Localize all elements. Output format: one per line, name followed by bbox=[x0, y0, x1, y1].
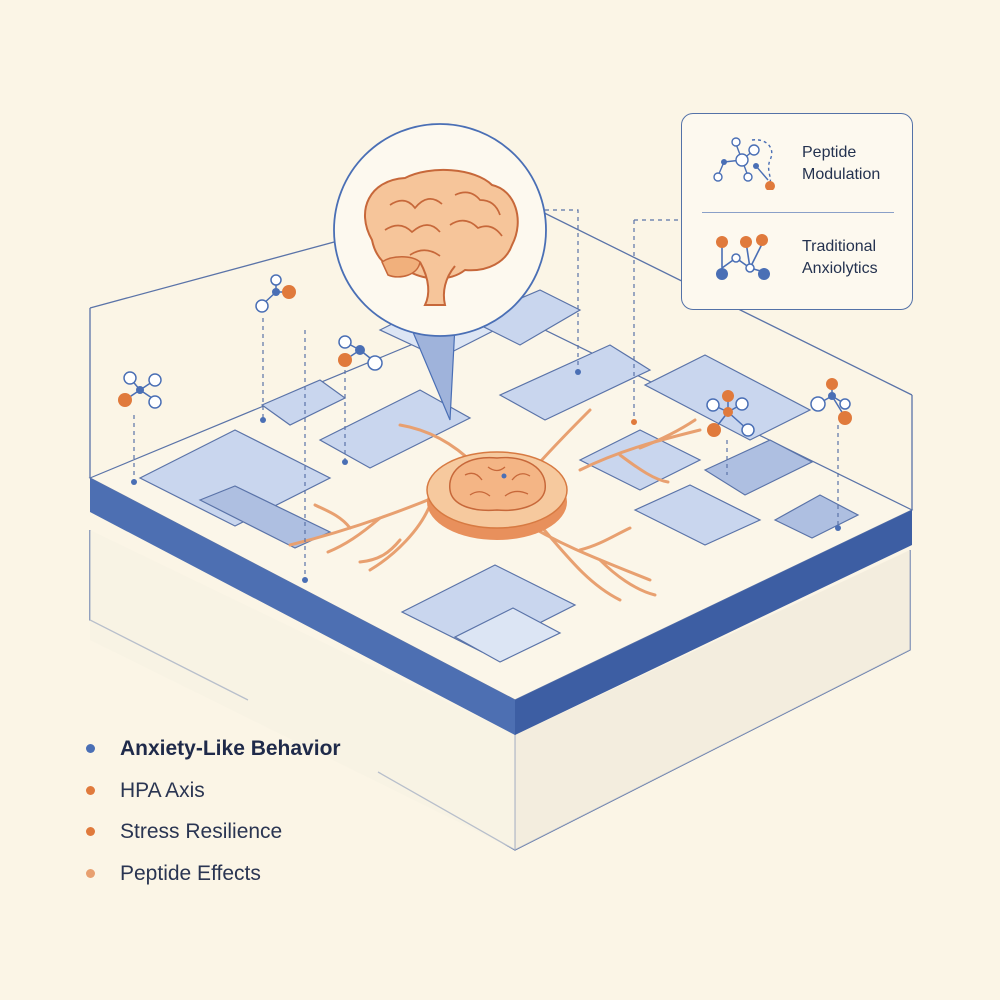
legend-label-line1: Traditional bbox=[802, 238, 877, 255]
label-text: Anxiety-Like Behavior bbox=[120, 737, 341, 760]
label-text: Peptide Effects bbox=[120, 861, 261, 885]
box-right-wall bbox=[515, 550, 910, 850]
maze-edge-right bbox=[515, 510, 912, 735]
legend-divider bbox=[702, 212, 894, 213]
maze-edge-left bbox=[90, 478, 515, 735]
legend-label-line1: Peptide bbox=[802, 144, 857, 161]
label-text: HPA Axis bbox=[120, 778, 205, 802]
dashed-connectors bbox=[133, 209, 839, 578]
molecule-icon bbox=[706, 390, 755, 437]
anchor-dots bbox=[131, 369, 841, 583]
box-left-wall bbox=[90, 530, 515, 850]
legend-item-traditional-anxiolytics: Traditional Anxiolytics bbox=[802, 236, 878, 280]
label-text: Stress Resilience bbox=[120, 820, 283, 843]
center-brain bbox=[426, 451, 568, 540]
molecule-icon bbox=[118, 371, 162, 409]
anxiolytic-molecule-icon bbox=[716, 234, 770, 280]
molecule-icon bbox=[255, 274, 296, 313]
legend-item-peptide-modulation: Peptide Modulation bbox=[802, 142, 880, 186]
bullet-dot bbox=[86, 827, 95, 836]
label-hpa-axis: HPA Axis bbox=[84, 776, 341, 818]
label-stress-resilience: Stress Resilience bbox=[84, 817, 341, 859]
bullet-dot bbox=[86, 868, 95, 878]
bullet-dot bbox=[86, 744, 95, 753]
bullet-dot bbox=[86, 785, 95, 795]
brain-bubble bbox=[333, 123, 547, 337]
peptide-molecule-icon bbox=[713, 137, 775, 190]
legend-label-line2: Modulation bbox=[802, 166, 881, 183]
molecule-icon bbox=[338, 335, 383, 371]
label-peptide-effects: Peptide Effects bbox=[84, 859, 341, 901]
label-anxiety-like-behavior: Anxiety-Like Behavior bbox=[84, 734, 341, 776]
legend-label-line2: Anxiolytics bbox=[802, 260, 878, 277]
molecule-icon bbox=[810, 378, 852, 425]
legend-box: Peptide Modulation Traditional Anxiolyti… bbox=[681, 113, 913, 310]
label-list: Anxiety-Like Behavior HPA Axis Stress Re… bbox=[84, 734, 341, 900]
